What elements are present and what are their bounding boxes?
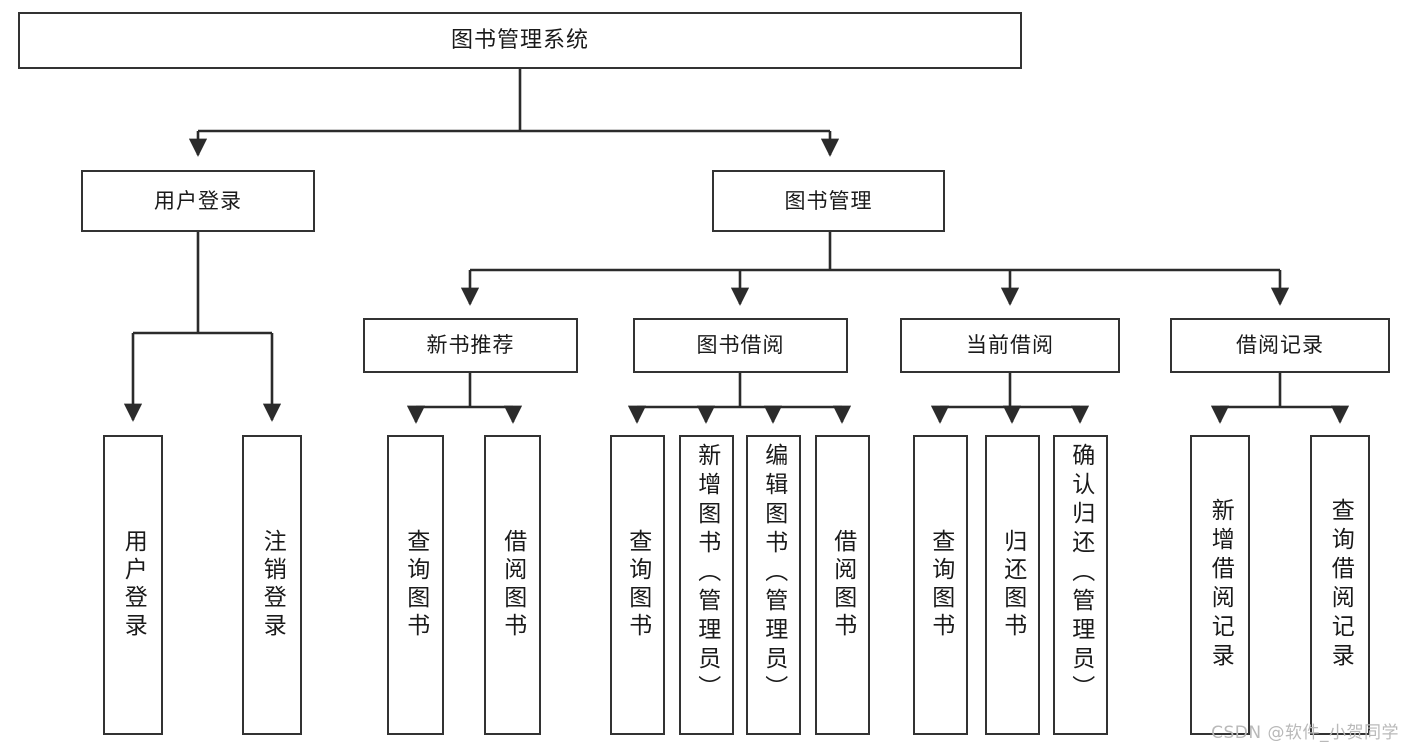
node-user-login[interactable]: 用户登录 (81, 170, 315, 232)
node-borrow-record[interactable]: 借阅记录 (1170, 318, 1390, 373)
node-leaf-query-record[interactable]: 查询借阅记录 (1310, 435, 1370, 735)
node-root-label: 图书管理系统 (450, 27, 589, 53)
node-leaf-confirm-return[interactable]: 确认归还（管理员） (1053, 435, 1108, 735)
node-leaf-query-record-label: 查询借阅记录 (1327, 498, 1354, 672)
node-leaf-borrow-book-1-label: 借阅图书 (499, 529, 526, 641)
node-leaf-add-record[interactable]: 新增借阅记录 (1190, 435, 1250, 735)
node-leaf-confirm-return-label: 确认归还（管理员） (1067, 443, 1094, 704)
node-new-book-rec[interactable]: 新书推荐 (363, 318, 578, 373)
node-root[interactable]: 图书管理系统 (18, 12, 1022, 69)
node-leaf-query-book-1-label: 查询图书 (402, 529, 429, 641)
node-leaf-borrow-book-2[interactable]: 借阅图书 (815, 435, 870, 735)
node-leaf-add-record-label: 新增借阅记录 (1207, 498, 1234, 672)
node-leaf-borrow-book-1[interactable]: 借阅图书 (484, 435, 541, 735)
node-current-borrow-label: 当前借阅 (966, 333, 1054, 358)
node-leaf-user-login[interactable]: 用户登录 (103, 435, 163, 735)
node-leaf-edit-book[interactable]: 编辑图书（管理员） (746, 435, 801, 735)
node-current-borrow[interactable]: 当前借阅 (900, 318, 1120, 373)
node-leaf-add-book-label: 新增图书（管理员） (693, 443, 720, 704)
node-book-manage-label: 图书管理 (784, 188, 873, 213)
node-new-book-rec-label: 新书推荐 (426, 333, 515, 358)
node-book-manage[interactable]: 图书管理 (712, 170, 945, 232)
node-leaf-query-book-1[interactable]: 查询图书 (387, 435, 444, 735)
node-leaf-query-book-3-label: 查询图书 (927, 529, 954, 641)
node-leaf-query-book-3[interactable]: 查询图书 (913, 435, 968, 735)
node-leaf-query-book-2-label: 查询图书 (624, 529, 651, 641)
node-book-borrow[interactable]: 图书借阅 (633, 318, 848, 373)
node-leaf-add-book[interactable]: 新增图书（管理员） (679, 435, 734, 735)
node-leaf-return-book[interactable]: 归还图书 (985, 435, 1040, 735)
node-leaf-logout[interactable]: 注销登录 (242, 435, 302, 735)
node-leaf-logout-label: 注销登录 (259, 529, 286, 641)
node-leaf-edit-book-label: 编辑图书（管理员） (760, 443, 787, 704)
node-leaf-query-book-2[interactable]: 查询图书 (610, 435, 665, 735)
node-leaf-borrow-book-2-label: 借阅图书 (829, 529, 856, 641)
node-borrow-record-label: 借阅记录 (1236, 333, 1324, 358)
node-leaf-return-book-label: 归还图书 (999, 529, 1026, 641)
node-leaf-user-login-label: 用户登录 (120, 529, 147, 641)
node-book-borrow-label: 图书借阅 (696, 333, 785, 358)
csdn-watermark: CSDN @软件_小贺同学 (1211, 723, 1399, 743)
node-user-login-label: 用户登录 (154, 188, 242, 213)
